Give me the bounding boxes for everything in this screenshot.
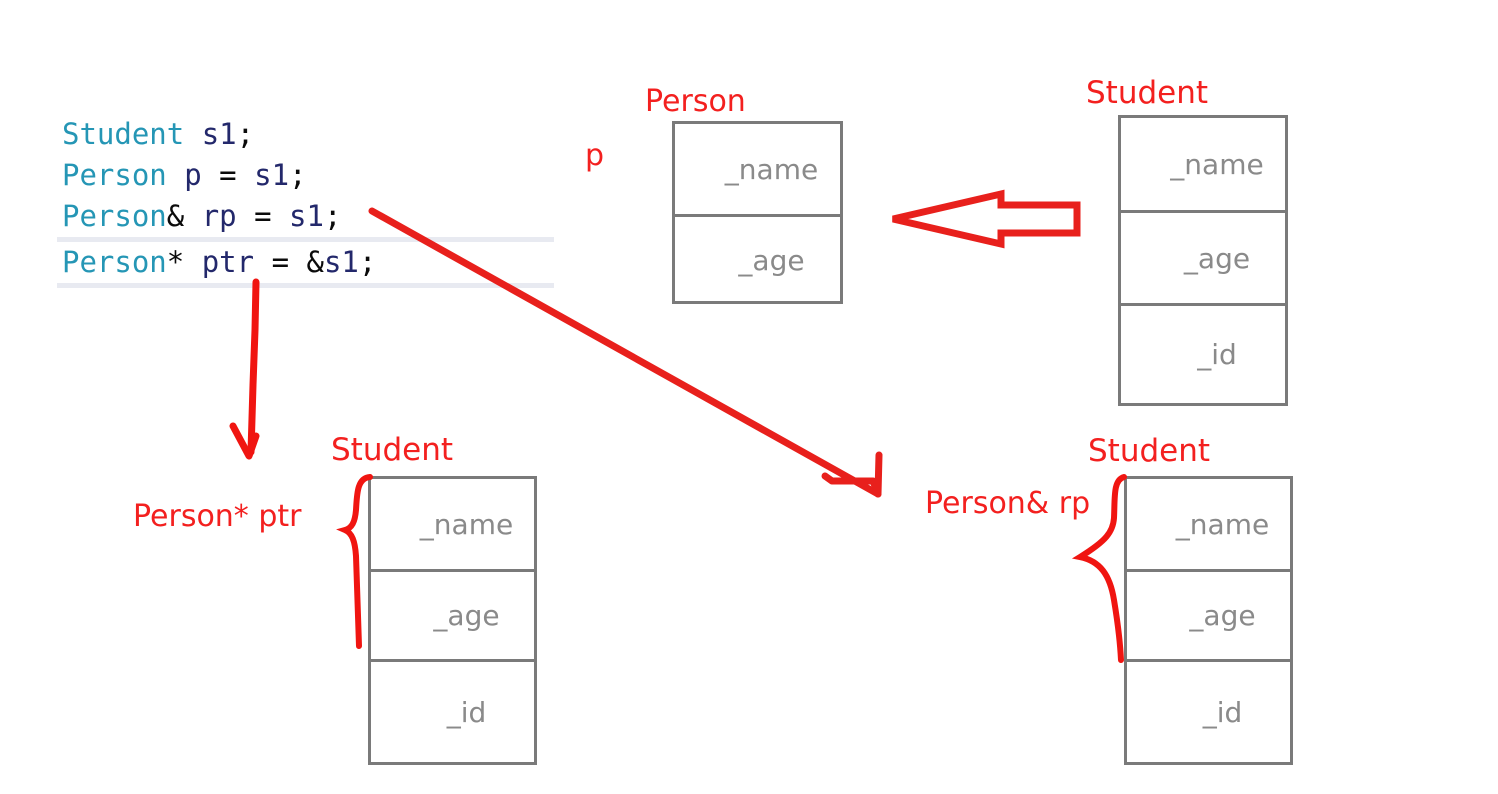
code-token: =	[271, 245, 290, 279]
code-token	[237, 158, 254, 192]
member-row: _age	[1127, 569, 1290, 659]
student-bottom-left-struct-box: _name _age _id	[368, 476, 537, 765]
code-token: ;	[358, 245, 377, 279]
member-row: _age	[371, 569, 534, 659]
ptr-down-arrow-icon	[247, 278, 260, 456]
brace-left-icon	[336, 474, 373, 649]
person-box-class-label: Person	[645, 84, 746, 119]
code-token: ;	[323, 199, 342, 233]
member-row: _id	[1127, 659, 1290, 762]
code-token: =	[219, 158, 237, 192]
code-token: Person	[62, 199, 167, 233]
member-name: _age	[738, 244, 805, 277]
code-token: p	[184, 158, 202, 192]
code-line-4: Person* ptr = &s1;	[57, 237, 554, 288]
student-top-right-struct-box: _name _age _id	[1118, 115, 1288, 406]
member-row: _id	[371, 659, 534, 762]
member-name: _age	[1183, 241, 1251, 275]
ptr-down-arrow-head-icon	[229, 422, 260, 460]
code-token	[237, 199, 254, 233]
code-line-1: Student s1;	[62, 114, 554, 155]
student-top-right-class-label: Student	[1086, 75, 1209, 111]
slicing-hollow-arrow-icon	[892, 189, 1081, 249]
student-bottom-right-class-label: Student	[1088, 433, 1211, 469]
code-token	[254, 245, 271, 279]
ptr-variable-label: Person* ptr	[133, 499, 302, 534]
code-token: s1	[254, 158, 290, 192]
member-name: _name	[1175, 507, 1270, 541]
code-token: Person	[62, 158, 167, 192]
rp-diagonal-arrow-head-icon	[821, 451, 883, 498]
code-token	[272, 199, 289, 233]
code-token: s1	[201, 117, 237, 151]
code-token: ;	[289, 158, 307, 192]
student-bottom-left-class-label: Student	[331, 432, 454, 468]
member-row: _name	[1127, 479, 1290, 569]
code-token: rp	[201, 199, 237, 233]
member-row: _age	[1121, 210, 1285, 303]
code-token	[289, 245, 306, 279]
code-token	[184, 245, 201, 279]
member-row: _name	[675, 124, 840, 214]
code-token: ptr	[201, 245, 255, 279]
member-name: _id	[1202, 695, 1243, 729]
member-name: _id	[1197, 338, 1237, 371]
code-token	[184, 117, 201, 151]
code-token: *	[166, 245, 185, 279]
person-box-variable-label: p	[585, 138, 605, 173]
code-token: s1	[289, 199, 324, 233]
code-token	[202, 158, 219, 192]
member-name: _age	[1189, 599, 1256, 632]
code-token	[184, 199, 201, 233]
code-token: s1	[323, 245, 359, 279]
member-row: _name	[1121, 118, 1285, 210]
member-name: _age	[433, 599, 500, 632]
code-token: ;	[236, 117, 255, 151]
rp-variable-label: Person& rp	[925, 486, 1091, 521]
code-token: Student	[62, 117, 185, 151]
member-name: _name	[1170, 147, 1264, 181]
code-line-2: Person p = s1;	[62, 155, 554, 196]
code-token	[167, 158, 184, 192]
person-struct-box: _name _age	[672, 121, 843, 304]
code-block: Student s1;Person p = s1;Person& rp = s1…	[57, 114, 554, 288]
member-name: _name	[724, 152, 819, 186]
code-token: =	[254, 199, 272, 233]
code-token: &	[166, 199, 185, 233]
member-row: _name	[371, 479, 534, 569]
member-row: _id	[1121, 303, 1285, 403]
code-token: &	[306, 245, 324, 279]
member-name: _name	[419, 507, 514, 541]
member-name: _id	[446, 695, 487, 729]
student-bottom-right-struct-box: _name _age _id	[1124, 476, 1293, 765]
code-token: Person	[62, 245, 167, 279]
code-line-3: Person& rp = s1;	[62, 196, 554, 237]
member-row: _age	[675, 214, 840, 304]
